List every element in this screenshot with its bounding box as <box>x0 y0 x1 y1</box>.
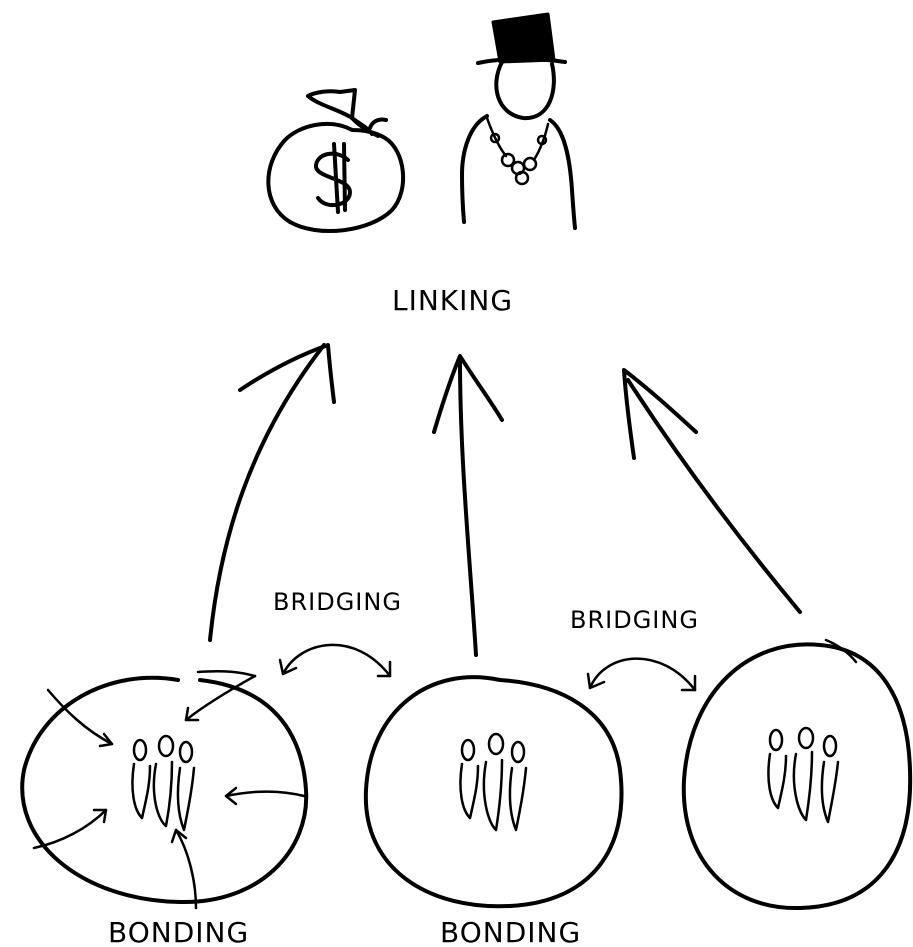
bridging-arrow-right <box>586 657 697 692</box>
linking-arrow-right <box>622 368 802 614</box>
bonding-label-left: BONDING <box>108 916 249 947</box>
bridging-arrow-left <box>278 643 392 678</box>
people-group-icon-middle <box>459 732 528 832</box>
linking-arrow-middle <box>432 354 504 657</box>
money-bag-icon <box>266 88 406 234</box>
bonding-label-middle: BONDING <box>440 916 581 947</box>
group-circle-right <box>681 638 913 911</box>
rich-man-top-hat-icon <box>460 12 577 230</box>
linking-label: LINKING <box>392 284 513 317</box>
bridging-label-right: BRIDGING <box>570 606 699 634</box>
bridging-label-left: BRIDGING <box>273 588 402 616</box>
people-group-icon-right <box>767 726 840 824</box>
linking-arrow-left <box>208 343 336 642</box>
group-circle-left <box>20 669 309 910</box>
group-circle-middle <box>363 675 624 909</box>
people-group-icon-left <box>131 734 196 832</box>
